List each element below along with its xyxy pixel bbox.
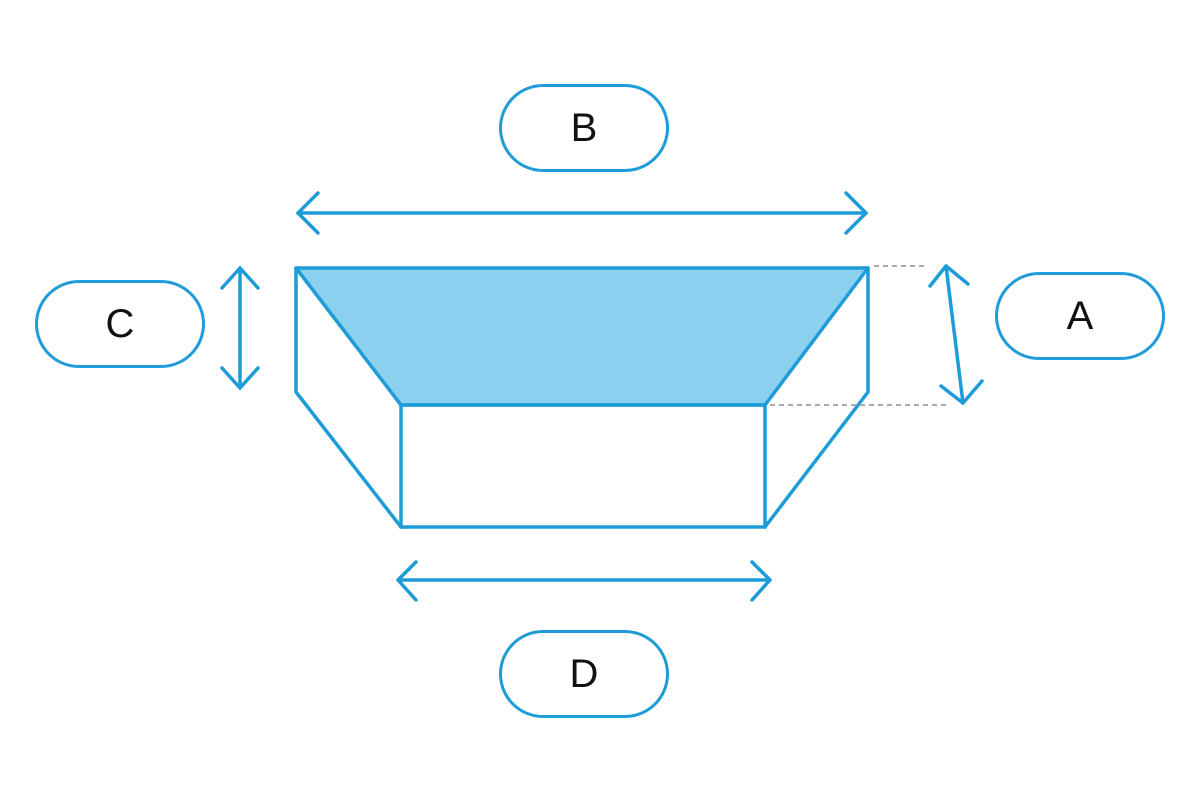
guide-lines: [770, 265, 948, 406]
arrow-d: [396, 560, 772, 602]
arrow-b: [296, 191, 868, 235]
arrow-c: [220, 266, 260, 390]
label-d: D: [499, 630, 669, 718]
label-c: C: [35, 280, 205, 368]
right-side: [763, 266, 870, 529]
arrow-a: [928, 264, 984, 405]
top-face: [294, 266, 870, 407]
left-side: [294, 266, 403, 529]
front-face: [399, 403, 767, 529]
label-b: B: [499, 84, 669, 172]
label-a: A: [995, 272, 1165, 360]
